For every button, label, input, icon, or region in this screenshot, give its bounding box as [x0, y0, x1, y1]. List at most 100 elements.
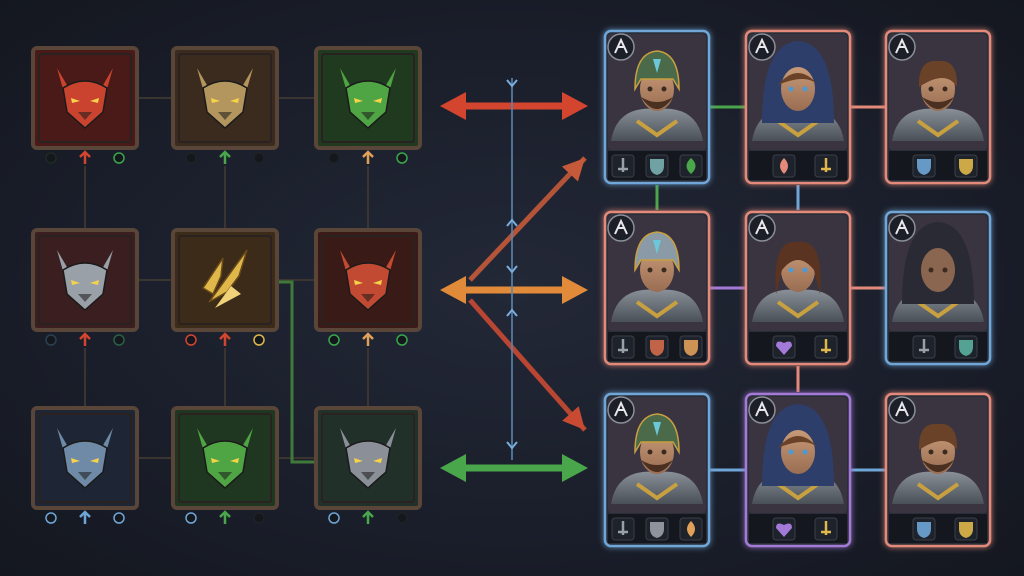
hero-card[interactable]: [744, 392, 852, 548]
hero-card[interactable]: [884, 210, 992, 366]
monster-node[interactable]: [31, 228, 139, 346]
monster-node-inner-frame: [178, 53, 272, 143]
hand-icon: [607, 396, 635, 424]
monster-node[interactable]: [171, 228, 279, 346]
monster-socket: [396, 152, 408, 164]
grey-wolf-icon: [57, 250, 113, 312]
wolf-icon: [888, 33, 916, 61]
monster-node[interactable]: [314, 46, 422, 164]
monster-node[interactable]: [314, 406, 422, 524]
crossed-swords-icon: [607, 214, 635, 242]
monster-socket-arrow: [79, 510, 91, 524]
monster-node-inner-frame: [178, 413, 272, 503]
red-demon-icon: [57, 68, 113, 130]
monster-socket: [253, 152, 265, 164]
sword-icon: [821, 158, 831, 172]
monster-link-green: [278, 280, 316, 464]
hero-connector-lines: [655, 105, 886, 472]
hero-card[interactable]: [603, 392, 711, 548]
monster-socket-arrow: [219, 510, 231, 524]
hero-portrait-area: [749, 34, 847, 150]
dark-hooded-rogue-portrait: [892, 222, 984, 322]
hero-card[interactable]: [603, 210, 711, 366]
monster-socket-arrow: [79, 332, 91, 346]
monster-connector-lines: [84, 97, 369, 464]
vertical-blue-connectors: [506, 78, 518, 460]
monster-socket: [45, 152, 57, 164]
shield-icon: [650, 159, 664, 175]
connection-arrows: [440, 78, 588, 482]
monster-socket: [113, 334, 125, 346]
monster-node[interactable]: [171, 46, 279, 164]
shield-icon: [917, 522, 931, 538]
monster-node[interactable]: [314, 228, 422, 346]
monster-node[interactable]: [31, 46, 139, 164]
shadow-wolf-icon: [340, 428, 396, 490]
tan-werewolf-icon: [197, 68, 253, 130]
brown-haired-woman-portrait: [752, 241, 844, 322]
dragonfly-icon: [748, 214, 776, 242]
green-double-arrow: [440, 454, 588, 482]
red-double-arrow: [440, 92, 588, 120]
monster-socket-arrow: [362, 510, 374, 524]
red-beast-icon: [340, 250, 396, 312]
monster-node-inner-frame: [178, 235, 272, 325]
monster-socket: [328, 152, 340, 164]
flame-icon: [687, 521, 695, 537]
blue-wolf-icon: [57, 428, 113, 490]
sword-icon: [919, 339, 929, 353]
monster-node-inner-frame: [38, 53, 132, 143]
hero-portrait-area: [608, 397, 706, 513]
spider-icon: [888, 396, 916, 424]
hero-portrait-area: [889, 215, 987, 331]
green-dragon-icon: [197, 428, 253, 490]
diagonal-arrow-up: [468, 156, 587, 282]
monster-node-inner-frame: [38, 235, 132, 325]
bearded-knight-portrait: [892, 423, 984, 504]
monster-skill-grid: [31, 46, 422, 524]
shield-icon: [959, 522, 973, 538]
shield-icon: [650, 340, 664, 356]
sword-icon: [618, 158, 628, 172]
monster-socket: [45, 512, 57, 524]
monster-socket-arrow: [362, 150, 374, 164]
sword-icon: [618, 339, 628, 353]
monster-socket-arrow: [219, 332, 231, 346]
monster-socket: [328, 512, 340, 524]
monster-node[interactable]: [171, 406, 279, 524]
monster-node-inner-frame: [321, 53, 415, 143]
monster-socket: [185, 334, 197, 346]
monster-socket: [253, 512, 265, 524]
monster-socket: [185, 512, 197, 524]
monster-socket: [45, 334, 57, 346]
sword-icon: [618, 521, 628, 535]
heart-icon: [776, 523, 792, 537]
monster-socket-arrow: [219, 150, 231, 164]
helmeted-warrior-portrait: [611, 413, 703, 504]
monster-socket: [328, 334, 340, 346]
flame-icon: [780, 158, 788, 174]
hero-card-grid: [603, 29, 992, 548]
monster-socket: [396, 334, 408, 346]
monster-node-inner-frame: [321, 235, 415, 325]
hooded-woman-portrait: [752, 41, 844, 141]
hero-card[interactable]: [884, 29, 992, 185]
hero-card[interactable]: [884, 392, 992, 548]
heart-icon: [776, 341, 792, 355]
bearded-knight-portrait: [892, 60, 984, 141]
helmeted-warrior-portrait: [611, 50, 703, 141]
tree-icon: [607, 33, 635, 61]
monster-socket: [185, 152, 197, 164]
hero-card[interactable]: [744, 29, 852, 185]
shield-icon: [917, 159, 931, 175]
monster-node[interactable]: [31, 406, 139, 524]
bird-icon: [888, 214, 916, 242]
monster-socket-arrow: [79, 150, 91, 164]
hero-card[interactable]: [744, 210, 852, 366]
shield-icon: [959, 159, 973, 175]
hero-card[interactable]: [603, 29, 711, 185]
sword-icon: [821, 339, 831, 353]
monster-socket: [396, 512, 408, 524]
green-goblin-icon: [340, 68, 396, 130]
